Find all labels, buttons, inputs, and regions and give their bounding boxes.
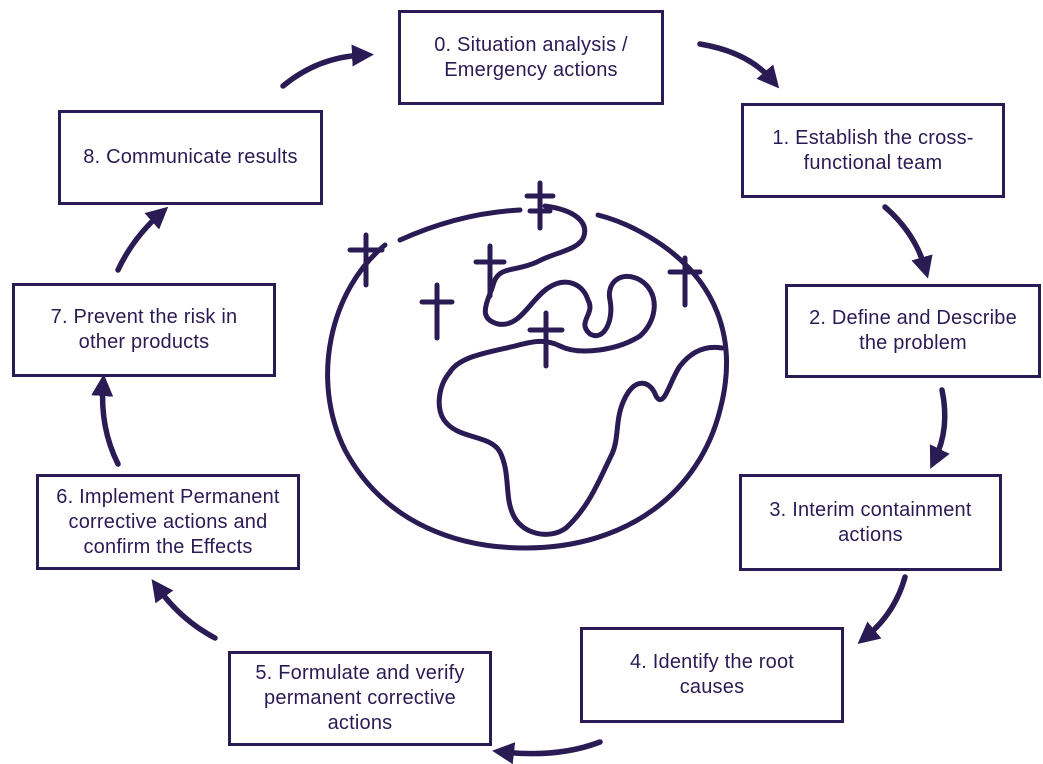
step-1-box: 1. Establish the cross- functional team (741, 103, 1005, 198)
step-5-box: 5. Formulate and verify permanent correc… (228, 651, 492, 746)
cycle-arrow-6-to-7 (91, 374, 121, 467)
step-2-label: 2. Define and Describe the problem (809, 307, 1017, 354)
step-4-box: 4. Identify the root causes (580, 627, 844, 723)
step-7-label: 7. Prevent the risk in other products (50, 306, 238, 353)
cycle-arrow-8-to-0 (280, 44, 374, 89)
cycle-arrow-3-to-4 (857, 574, 908, 645)
cycle-arrow-7-to-8 (115, 206, 169, 273)
step-2-box: 2. Define and Describe the problem (785, 284, 1041, 378)
globe-with-markers-icon (325, 180, 729, 551)
cycle-arrow-1-to-2 (882, 204, 933, 279)
step-3-box: 3. Interim containment actions (739, 474, 1002, 571)
cycle-arrow-5-to-6 (151, 579, 218, 641)
step-6-box: 6. Implement Permanent corrective action… (36, 474, 300, 570)
step-6-label: 6. Implement Permanent corrective action… (56, 485, 280, 558)
step-0-label: 0. Situation analysis / Emergency action… (434, 33, 628, 81)
step-4-label: 4. Identify the root causes (629, 651, 795, 698)
step-8-box: 8. Communicate results (58, 110, 323, 205)
cycle-arrow-2-to-3 (929, 387, 950, 469)
step-1-label: 1. Establish the cross- functional team (772, 126, 974, 174)
step-5-label: 5. Formulate and verify permanent correc… (255, 662, 465, 734)
step-0-box: 0. Situation analysis / Emergency action… (398, 10, 664, 105)
cycle-arrow-0-to-1 (697, 41, 780, 89)
cycle-arrow-4-to-5 (492, 739, 603, 764)
step-7-box: 7. Prevent the risk in other products (12, 283, 276, 377)
step-3-label: 3. Interim containment actions (769, 498, 972, 546)
step-8-label: 8. Communicate results (83, 146, 298, 168)
